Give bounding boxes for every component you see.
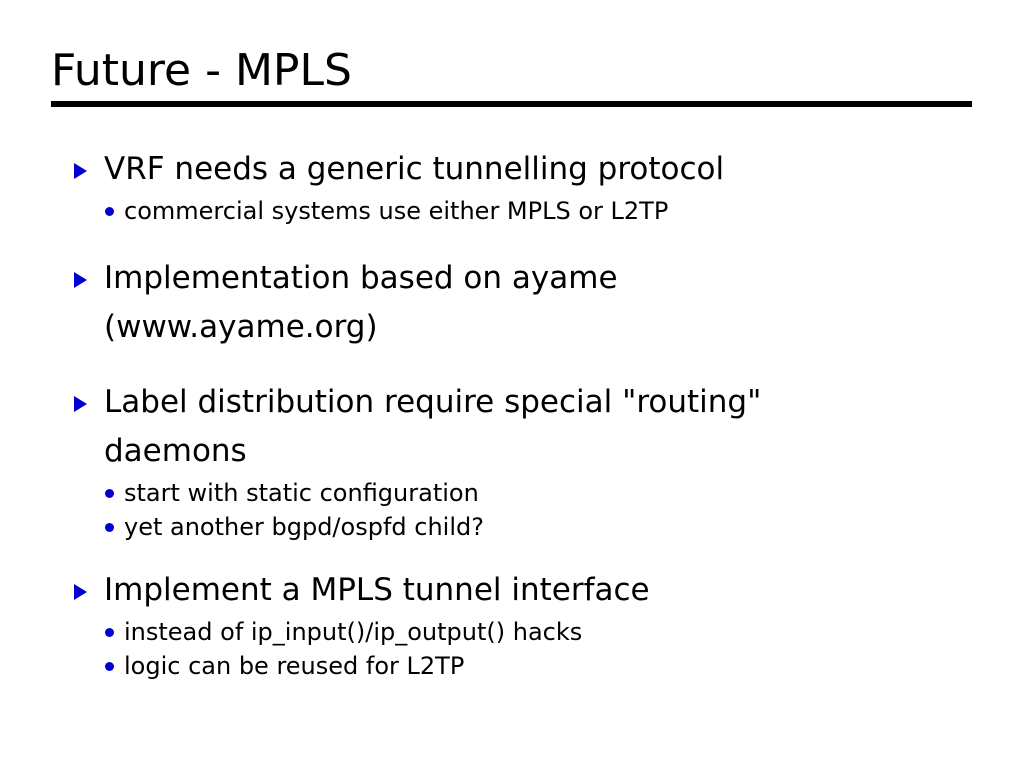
- bullet-level2-static-configuration: start with static configuration: [70, 476, 970, 510]
- bullet-level1-label: Implementation based on ayame: [104, 260, 618, 296]
- title-divider: [51, 101, 972, 107]
- bullet-level2-label: commercial systems use either MPLS or L2…: [124, 197, 669, 225]
- group-spacer: [70, 228, 970, 254]
- bullet-level1-vrf: VRF needs a generic tunnelling protocol: [70, 145, 970, 194]
- bullet-level2-logic-reused-l2tp: logic can be reused for L2TP: [70, 649, 970, 683]
- bullet-group-3: Label distribution require special "rout…: [70, 378, 970, 544]
- bullet-level1-label: VRF needs a generic tunnelling protocol: [104, 151, 725, 187]
- blue-triangle-icon: [74, 584, 87, 600]
- bullet-group-1: VRF needs a generic tunnelling protocol …: [70, 145, 970, 228]
- bullet-level2-label: logic can be reused for L2TP: [124, 652, 465, 680]
- slide-body: VRF needs a generic tunnelling protocol …: [70, 145, 970, 683]
- bullet-level1-mpls-tunnel-interface: Implement a MPLS tunnel interface: [70, 566, 970, 615]
- blue-triangle-icon: [74, 396, 87, 412]
- bullet-level2-bgpd-ospfd-child: yet another bgpd/ospfd child?: [70, 510, 970, 544]
- bullet-level1-implementation-ayame: Implementation based on ayame (www.ayame…: [70, 254, 970, 352]
- bullet-level1-label-distribution: Label distribution require special "rout…: [70, 378, 970, 476]
- bullet-level1-label: Label distribution require special "rout…: [104, 384, 762, 420]
- bullet-level1-label: Implement a MPLS tunnel interface: [104, 572, 650, 608]
- bullet-level2-label: instead of ip_input()/ip_output() hacks: [124, 618, 583, 646]
- bullet-level2-label: start with static configuration: [124, 479, 479, 507]
- bullet-level2-ip-input-output-hacks: instead of ip_input()/ip_output() hacks: [70, 615, 970, 649]
- blue-dot-icon: [105, 523, 114, 532]
- blue-dot-icon: [105, 207, 114, 216]
- title-block: Future - MPLS: [51, 45, 972, 107]
- bullet-level2-commercial-systems: commercial systems use either MPLS or L2…: [70, 194, 970, 228]
- bullet-level2-label: yet another bgpd/ospfd child?: [124, 513, 484, 541]
- bullet-group-2: Implementation based on ayame (www.ayame…: [70, 254, 970, 352]
- blue-dot-icon: [105, 662, 114, 671]
- group-spacer: [70, 352, 970, 378]
- page-title: Future - MPLS: [51, 45, 352, 96]
- group-spacer: [70, 544, 970, 566]
- bullet-level1-label-continued: (www.ayame.org): [104, 309, 378, 345]
- bullet-level1-label-continued: daemons: [104, 433, 247, 469]
- blue-triangle-icon: [74, 272, 87, 288]
- blue-triangle-icon: [74, 163, 87, 179]
- bullet-group-4: Implement a MPLS tunnel interface instea…: [70, 566, 970, 683]
- blue-dot-icon: [105, 489, 114, 498]
- blue-dot-icon: [105, 628, 114, 637]
